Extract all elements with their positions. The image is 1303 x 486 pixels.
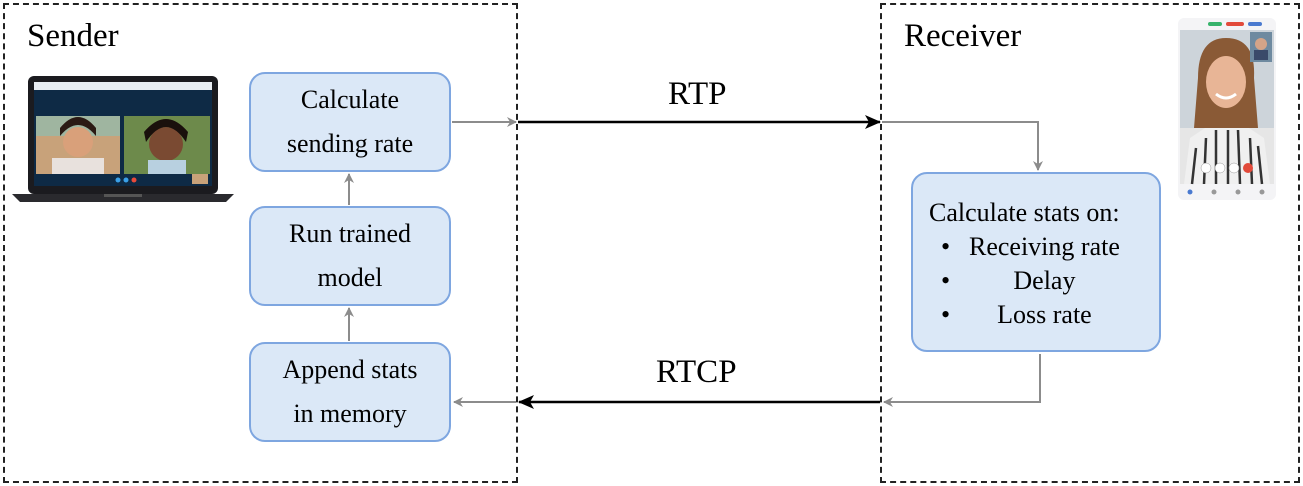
phone-video-call-icon [1178, 18, 1276, 200]
stats-item: Loss rate [929, 298, 1120, 332]
receiver-panel [880, 3, 1300, 483]
sender-title: Sender [27, 18, 119, 54]
receiver-to-stats-arrow [882, 121, 1043, 171]
stats-list: Receiving rate Delay Loss rate [929, 230, 1120, 332]
stats-to-boundary-arrow [883, 354, 1041, 407]
append-line-2: in memory [293, 399, 407, 428]
stats-heading: Calculate stats on: [929, 198, 1120, 227]
sender-panel [3, 3, 518, 483]
stats-item: Receiving rate [929, 230, 1120, 264]
calculate-line-1: Calculate [300, 85, 400, 114]
run-trained-model-block: Run trained model [249, 206, 451, 306]
calculate-sending-rate-block: Calculate sending rate [249, 72, 451, 172]
laptop-video-call-icon [12, 76, 234, 202]
append-line-1: Append stats [282, 355, 418, 384]
run-line-2: model [317, 263, 383, 292]
run-line-1: Run trained [288, 219, 412, 248]
receiver-title: Receiver [904, 18, 1022, 54]
stats-item: Delay [929, 264, 1120, 298]
append-stats-block: Append stats in memory [249, 342, 451, 442]
calculate-line-2: sending rate [286, 129, 414, 158]
rtcp-label: RTCP [656, 354, 737, 390]
rtp-label: RTP [668, 76, 727, 112]
calculate-stats-block: Calculate stats on: Receiving rate Delay… [911, 172, 1161, 352]
